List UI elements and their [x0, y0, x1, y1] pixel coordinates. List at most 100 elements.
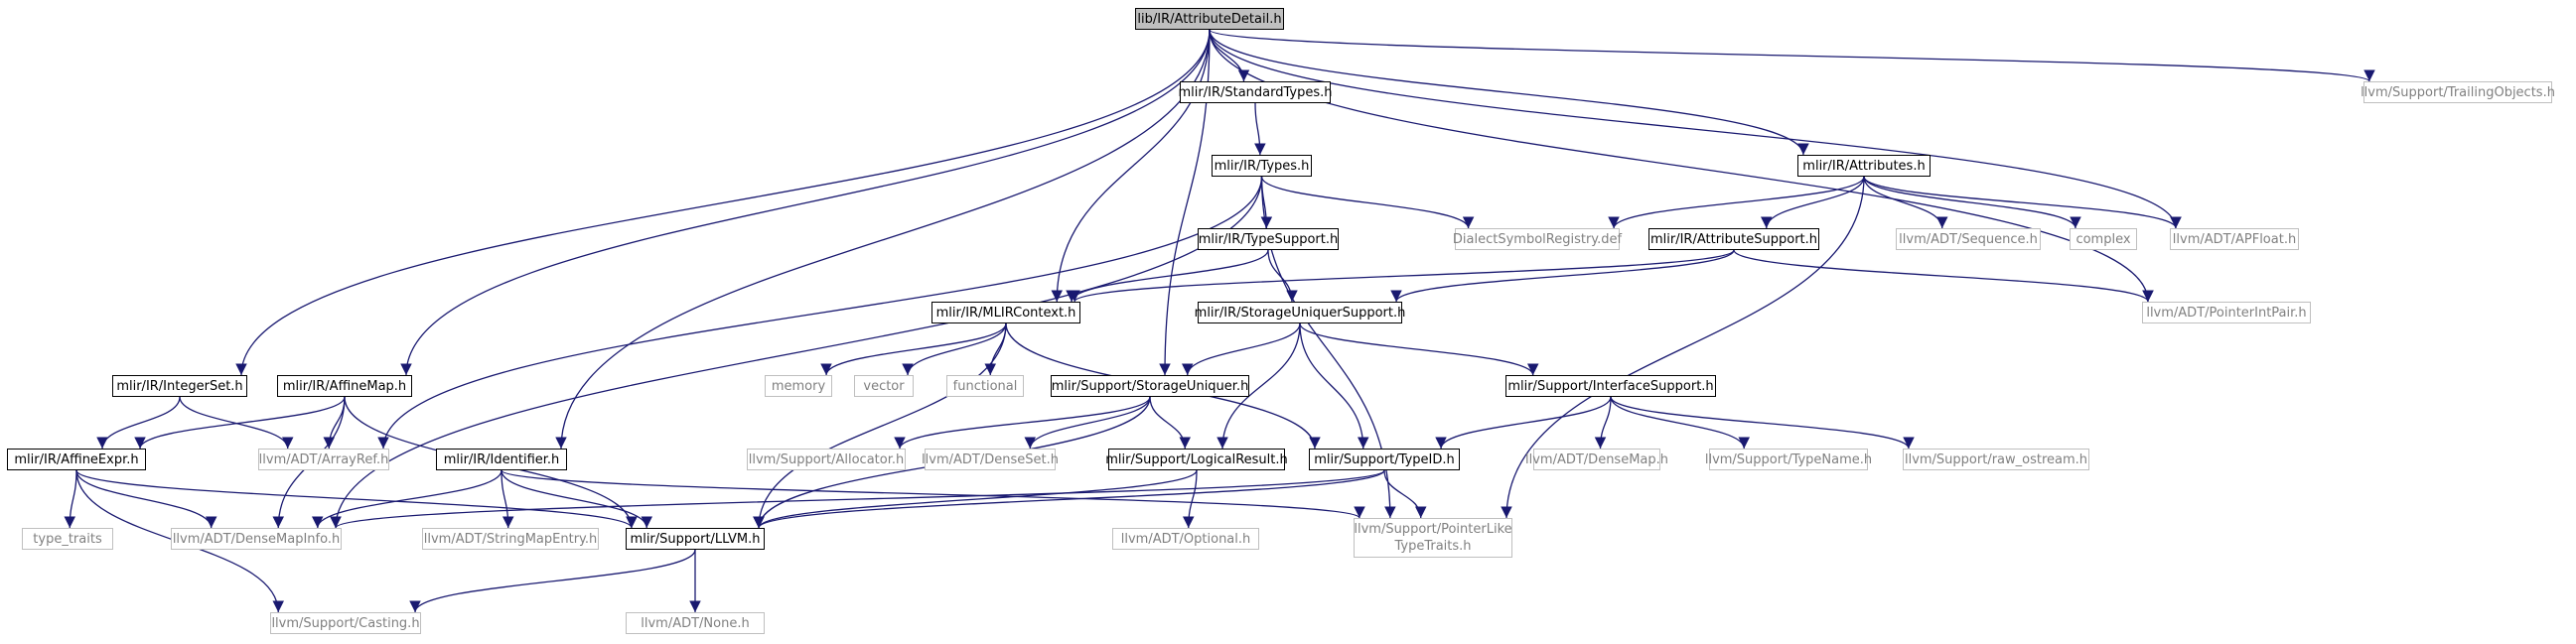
- root-node: lib/IR/AttributeDetail.h: [1135, 8, 1284, 30]
- node-label: mlir/IR/AffineMap.h: [282, 378, 407, 394]
- dependency-edge: [1299, 322, 1369, 450]
- external-header-node: DialectSymbolRegistry.def: [1452, 228, 1623, 250]
- local-header-node[interactable]: mlir/IR/TypeSupport.h: [1198, 228, 1339, 250]
- external-header-node: llvm/ADT/APFloat.h: [2170, 228, 2299, 250]
- dependency-edge: [1610, 396, 1751, 450]
- external-header-node: llvm/ADT/StringMapEntry.h: [422, 528, 599, 550]
- node-label: llvm/ADT/Optional.h: [1120, 531, 1251, 547]
- external-header-node: vector: [854, 375, 914, 397]
- dependency-edge: [902, 322, 1007, 376]
- dependency-edge: [1383, 469, 1427, 519]
- dependency-edge: [501, 469, 1365, 519]
- external-header-node: llvm/Support/TypeName.h: [1705, 449, 1872, 470]
- dependency-edge: [1069, 249, 1735, 303]
- edge-layer: [64, 29, 2375, 613]
- dependency-edge: [1024, 396, 1151, 450]
- node-label: mlir/Support/StorageUniquer.h: [1051, 378, 1249, 394]
- node-label: llvm/ADT/ArrayRef.h: [258, 451, 389, 467]
- dependency-edge: [1390, 249, 1735, 303]
- dependency-edge: [1209, 29, 2182, 229]
- local-header-node[interactable]: mlir/IR/MLIRContext.h: [931, 302, 1080, 323]
- external-header-node: llvm/Support/Casting.h: [270, 612, 421, 634]
- dependency-edge: [753, 322, 1007, 529]
- node-label: type_traits: [33, 531, 102, 547]
- local-header-node[interactable]: mlir/IR/AttributeSupport.h: [1648, 228, 1819, 250]
- local-header-node[interactable]: mlir/IR/IntegerSet.h: [112, 375, 247, 397]
- node-label: llvm/Support/TrailingObjects.h: [2361, 84, 2555, 100]
- local-header-node[interactable]: mlir/Support/StorageUniquer.h: [1051, 375, 1249, 397]
- dependency-edge: [409, 549, 696, 613]
- dependency-edge: [1594, 396, 1612, 450]
- local-header-node[interactable]: mlir/Support/TypeID.h: [1309, 449, 1460, 470]
- local-header-node[interactable]: mlir/IR/Attributes.h: [1797, 155, 1931, 177]
- dependency-edge: [1863, 176, 2182, 229]
- external-header-node: llvm/ADT/DenseSet.h: [922, 449, 1059, 470]
- node-label-line: TypeTraits.h: [1394, 539, 1472, 554]
- node-label: mlir/IR/AttributeSupport.h: [1649, 231, 1818, 247]
- node-label: mlir/IR/Identifier.h: [443, 451, 560, 467]
- dependency-edge: [1260, 176, 1475, 229]
- node-label: mlir/IR/AffineExpr.h: [14, 451, 139, 467]
- node-label: mlir/IR/StandardTypes.h: [1178, 84, 1333, 100]
- dependency-edge: [1733, 249, 2154, 303]
- node-label: llvm/ADT/StringMapEntry.h: [423, 531, 598, 547]
- dependency-edge: [1182, 469, 1198, 529]
- dependency-edge: [1216, 322, 1301, 450]
- node-label: llvm/Support/Casting.h: [271, 615, 420, 631]
- node-label: mlir/IR/IntegerSet.h: [116, 378, 243, 394]
- dependency-edge: [1608, 176, 1865, 229]
- dependency-edge: [1435, 396, 1612, 450]
- node-label: llvm/ADT/DenseMap.h: [1525, 451, 1669, 467]
- node-label: llvm/Support/raw_ostream.h: [1904, 451, 2088, 467]
- local-header-node[interactable]: mlir/IR/Types.h: [1212, 155, 1312, 177]
- external-header-node: llvm/ADT/PointerIntPair.h: [2142, 302, 2311, 323]
- node-label: vector: [863, 378, 905, 394]
- dependency-edge: [1051, 29, 1211, 303]
- external-header-node: llvm/Support/TrailingObjects.h: [2361, 81, 2555, 103]
- dependency-edge: [235, 29, 1211, 376]
- external-header-node: llvm/Support/raw_ostream.h: [1903, 449, 2089, 470]
- node-label: mlir/IR/Types.h: [1214, 158, 1310, 174]
- node-label: mlir/IR/MLIRContext.h: [935, 305, 1076, 321]
- node-label: functional: [952, 378, 1018, 394]
- local-header-node[interactable]: mlir/IR/Identifier.h: [436, 449, 567, 470]
- dependency-edge: [400, 29, 1211, 376]
- dependency-edge: [894, 396, 1151, 450]
- local-header-node[interactable]: mlir/IR/AffineExpr.h: [7, 449, 146, 470]
- local-header-node[interactable]: mlir/Support/InterfaceSupport.h: [1505, 375, 1716, 397]
- dependency-edge: [75, 469, 638, 529]
- dependency-edge: [1209, 29, 1809, 156]
- node-label-line: llvm/Support/PointerLike: [1354, 522, 1512, 537]
- dependency-edge: [501, 469, 653, 529]
- node-label: mlir/Support/TypeID.h: [1314, 451, 1455, 467]
- local-header-node[interactable]: mlir/Support/LLVM.h: [626, 528, 765, 550]
- dependency-edge: [330, 176, 1263, 529]
- node-label: llvm/ADT/Sequence.h: [1899, 231, 2038, 247]
- dependency-edge: [1760, 176, 1865, 229]
- dependency-edge: [501, 469, 514, 529]
- local-header-node[interactable]: mlir/IR/StorageUniquerSupport.h: [1195, 302, 1405, 323]
- local-header-node[interactable]: mlir/Support/LogicalResult.h: [1105, 449, 1288, 470]
- dependency-edge: [753, 469, 1198, 529]
- node-label: mlir/Support/LogicalResult.h: [1105, 451, 1288, 467]
- dependency-edge: [64, 469, 77, 529]
- local-header-node[interactable]: mlir/IR/AffineMap.h: [277, 375, 412, 397]
- dependency-edge: [1254, 102, 1266, 156]
- dependency-edge: [96, 396, 181, 450]
- external-header-node: llvm/ADT/DenseMapInfo.h: [171, 528, 342, 550]
- node-label: DialectSymbolRegistry.def: [1452, 231, 1623, 247]
- node-label: llvm/ADT/PointerIntPair.h: [2146, 305, 2307, 321]
- external-header-node: llvm/ADT/None.h: [626, 612, 765, 634]
- local-header-node[interactable]: mlir/IR/StandardTypes.h: [1178, 81, 1333, 103]
- dependency-edge: [984, 322, 1007, 376]
- dependency-edge: [1209, 29, 1250, 82]
- node-label: mlir/Support/InterfaceSupport.h: [1507, 378, 1714, 394]
- external-header-node: llvm/ADT/Sequence.h: [1896, 228, 2041, 250]
- node-label: mlir/IR/Attributes.h: [1802, 158, 1926, 174]
- external-header-node: functional: [946, 375, 1024, 397]
- dependency-edge: [1209, 29, 2154, 303]
- node-label: llvm/ADT/DenseSet.h: [922, 451, 1059, 467]
- dependency-edge: [555, 29, 1211, 450]
